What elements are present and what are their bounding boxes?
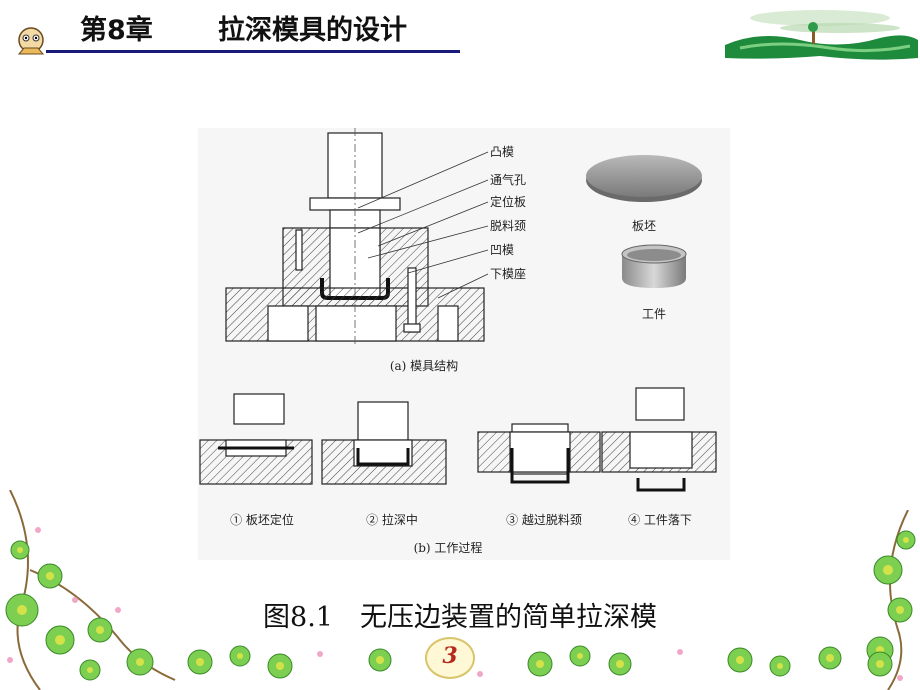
die-diagram: 凸模 通气孔 定位板 脱料颈 凹模 下模座 板坯 工件 (a) 模具结构 xyxy=(199,128,717,555)
flower-decoration-icon xyxy=(187,645,903,681)
page-number-badge: 3 xyxy=(425,637,475,679)
page-title: 拉深模具的设计 xyxy=(218,15,407,46)
label-lower-die-seat: 下模座 xyxy=(490,266,526,281)
step-4-label: ④ 工件落下 xyxy=(628,513,692,527)
step-3-label: ③ 越过脱料颈 xyxy=(506,512,582,527)
label-vent-hole: 通气孔 xyxy=(490,172,526,187)
die-structure xyxy=(225,128,485,346)
step-2-label: ② 拉深中 xyxy=(366,512,418,527)
chapter-number: 第8章 xyxy=(80,15,153,46)
process-steps xyxy=(199,387,717,492)
workpiece-cup xyxy=(622,254,686,288)
blank-disc-top xyxy=(586,155,702,197)
label-locating-plate: 定位板 xyxy=(490,194,526,209)
label-stripping-neck: 脱料颈 xyxy=(490,218,526,233)
mascot-icon xyxy=(17,27,45,55)
landscape-logo-icon xyxy=(725,10,918,60)
leader-lines xyxy=(357,151,489,299)
blank-label: 板坯 xyxy=(632,219,656,233)
figure-caption: 图8.1 无压边装置的简单拉深模 xyxy=(263,602,657,633)
header-rule xyxy=(46,50,460,53)
step-1-label: ① 板坯定位 xyxy=(230,512,294,527)
part-a-caption: (a) 模具结构 xyxy=(390,358,458,373)
label-die: 凹模 xyxy=(490,243,514,257)
label-punch: 凸模 xyxy=(490,145,514,159)
page-number: 3 xyxy=(442,643,458,669)
die-figure: 凸模 通气孔 定位板 脱料颈 凹模 下模座 板坯 工件 (a) 模具结构 xyxy=(198,128,730,560)
part-b-caption: (b) 工作过程 xyxy=(414,540,483,555)
flower-decoration-icon xyxy=(5,490,176,690)
workpiece-label: 工件 xyxy=(642,307,666,321)
